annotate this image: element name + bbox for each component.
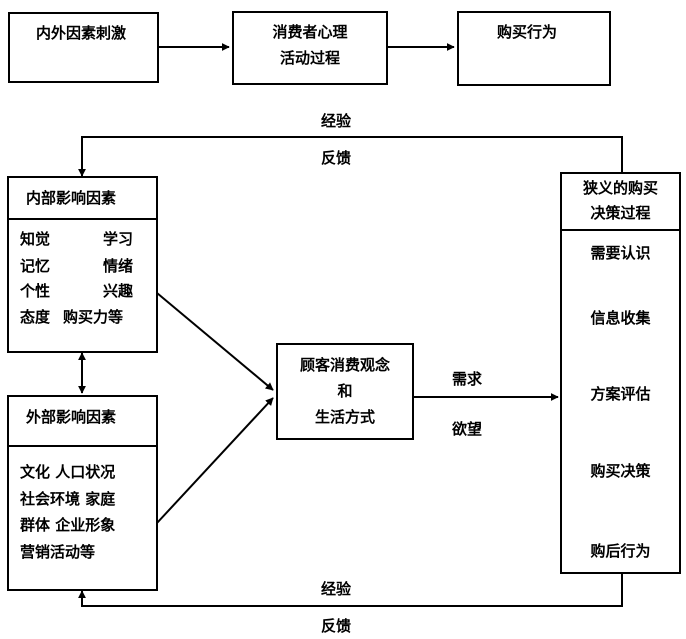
internal-factors-box: 内部影响因素 知觉 学习 记忆 情绪 个性 兴趣 态度 购买力等 xyxy=(7,176,158,353)
feedback-top-feedback: 反馈 xyxy=(321,149,352,167)
psychology-label-line2: 活动过程 xyxy=(279,49,340,67)
external-factors-title: 外部影响因素 xyxy=(26,408,117,426)
decision-step-purchase: 购买决策 xyxy=(590,462,651,480)
internal-item: 学习 xyxy=(103,230,134,248)
external-factors-divider xyxy=(9,445,156,447)
consumption-concept-box: 顾客消费观念 和 生活方式 xyxy=(276,343,414,440)
stimulus-box: 内外因素刺激 xyxy=(8,12,159,83)
feedback-bottom-feedback: 反馈 xyxy=(321,617,352,635)
internal-item: 兴趣 xyxy=(103,282,134,300)
internal-item: 情绪 xyxy=(103,257,134,275)
decision-step-need-recognition: 需要认识 xyxy=(590,244,651,262)
external-line: 营销活动等 xyxy=(20,543,96,561)
feedback-loop-top xyxy=(78,136,623,177)
behavior-label: 购买行为 xyxy=(497,23,558,41)
feedback-top-experience: 经验 xyxy=(321,112,352,130)
external-line: 文化 人口状况 xyxy=(20,463,116,481)
decision-title-divider xyxy=(562,229,679,231)
concept-line3: 生活方式 xyxy=(314,408,375,426)
internal-item: 记忆 xyxy=(20,257,51,275)
decision-step-post-purchase: 购后行为 xyxy=(590,542,651,560)
internal-item: 购买力等 xyxy=(63,308,124,326)
internal-item: 个性 xyxy=(20,282,51,300)
feedback-bottom-experience: 经验 xyxy=(321,580,352,598)
internal-factors-divider xyxy=(9,218,156,220)
concept-line1: 顾客消费观念 xyxy=(299,356,390,374)
external-factors-box: 外部影响因素 文化 人口状况 社会环境 家庭 群体 企业形象 营销活动等 xyxy=(7,395,158,591)
arrow-external-to-concept xyxy=(156,397,274,524)
internal-item: 知觉 xyxy=(20,230,51,248)
decision-step-evaluation: 方案评估 xyxy=(590,385,651,403)
decision-title-line1: 狭义的购买 xyxy=(582,179,658,197)
external-line: 社会环境 家庭 xyxy=(20,490,116,508)
external-line: 群体 企业形象 xyxy=(20,516,116,534)
decision-process-box: 狭义的购买 决策过程 需要认识 信息收集 方案评估 购买决策 购后行为 xyxy=(560,172,681,574)
feedback-loop-bottom xyxy=(78,574,623,607)
demand-label: 需求 xyxy=(452,370,483,388)
stimulus-label: 内外因素刺激 xyxy=(36,24,127,42)
behavior-box: 购买行为 xyxy=(457,11,611,86)
psychology-label-line1: 消费者心理 xyxy=(272,23,348,41)
concept-line2: 和 xyxy=(337,382,353,400)
desire-label: 欲望 xyxy=(452,420,483,438)
decision-step-information-search: 信息收集 xyxy=(590,309,651,327)
psychology-box: 消费者心理 活动过程 xyxy=(232,11,388,85)
internal-factors-title: 内部影响因素 xyxy=(26,189,117,207)
decision-title-line2: 决策过程 xyxy=(590,204,651,222)
internal-item: 态度 xyxy=(20,308,51,326)
arrow-internal-to-concept xyxy=(156,292,274,391)
